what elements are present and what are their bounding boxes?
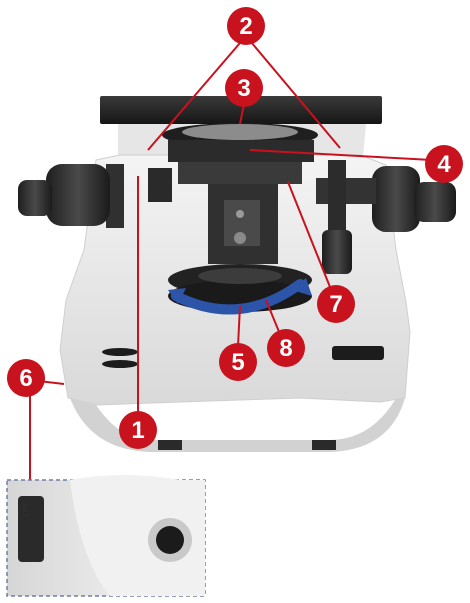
leader-2a <box>147 35 247 151</box>
callout-7-badge <box>317 285 355 323</box>
power-switch <box>18 496 44 562</box>
left-coarse-knob <box>46 164 110 226</box>
small-knob <box>148 168 172 202</box>
leader-7 <box>287 181 337 303</box>
field-lens <box>198 268 282 284</box>
callout-2-badge <box>227 7 265 45</box>
callout-5-label: 5 <box>231 349 244 376</box>
callout-8-label: 8 <box>279 335 292 362</box>
callout-7: 7 <box>317 285 355 323</box>
rack-screw-1 <box>236 210 244 218</box>
callout-2-label: 2 <box>239 13 252 40</box>
leader-4 <box>249 149 433 161</box>
callout-7-label: 7 <box>329 291 342 318</box>
callout-1-label: 1 <box>131 417 144 444</box>
switch-label: OFF <box>23 502 30 516</box>
right-fine-knob <box>414 182 456 222</box>
callout-6-badge <box>7 359 45 397</box>
callout-6-label: 6 <box>19 365 32 392</box>
callout-6: 6 <box>7 359 45 397</box>
base-bottom <box>70 398 405 452</box>
condenser-bracket <box>178 162 302 184</box>
leader-2b <box>245 35 341 149</box>
callout-1-badge <box>119 411 157 449</box>
callout-8-badge <box>267 329 305 367</box>
callout-3-badge <box>225 69 263 107</box>
slot-left-2 <box>102 360 138 368</box>
leader-3 <box>239 103 245 125</box>
callout-3: 3 <box>225 69 263 107</box>
right-coarse-knob <box>372 166 420 232</box>
callout-4-badge <box>425 145 463 183</box>
microscope-body <box>18 96 456 452</box>
callout-4: 4 <box>425 145 463 183</box>
slot-right <box>332 346 384 360</box>
condenser-lens <box>182 124 298 140</box>
foot-left <box>158 440 182 450</box>
callout-2: 2 <box>227 7 265 45</box>
callout-1: 1 <box>119 411 157 449</box>
callout-5-badge <box>219 343 257 381</box>
leader-5 <box>237 305 241 347</box>
callout-4-label: 4 <box>437 151 451 178</box>
condenser-holder <box>168 140 314 162</box>
callout-3-label: 3 <box>237 75 250 102</box>
slot-left-1 <box>102 348 138 356</box>
arrow-head-right <box>292 278 312 296</box>
arrow-head-left <box>168 288 186 304</box>
inset-housing-edge <box>70 475 205 596</box>
rack-screw-2 <box>234 232 246 244</box>
callout-8: 8 <box>267 329 305 367</box>
left-fine-knob <box>18 180 52 216</box>
stage-plate <box>100 96 382 124</box>
power-switch-inset: OFF <box>6 475 206 597</box>
power-socket-hole <box>156 526 184 554</box>
stage-control-knob <box>322 230 352 274</box>
foot-right <box>312 440 336 450</box>
callout-5: 5 <box>219 343 257 381</box>
leader-lines <box>29 35 433 520</box>
left-knob-shaft <box>106 164 124 228</box>
